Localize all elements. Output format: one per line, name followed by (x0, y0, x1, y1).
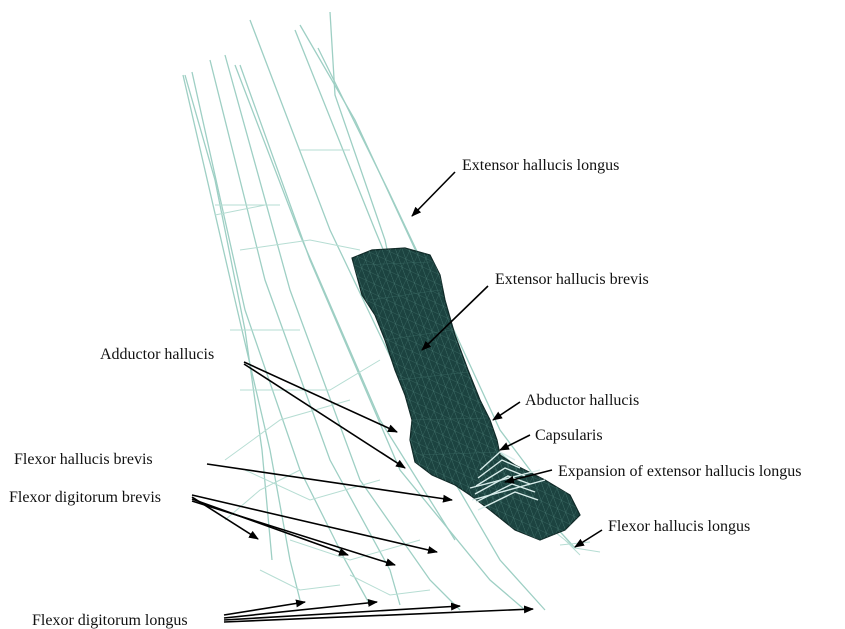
arrow-flexor-digitorum-brevis-2 (192, 499, 348, 555)
arrow-extensor-hallucis-longus (412, 172, 455, 216)
arrow-flexor-hallucis-longus (575, 530, 602, 547)
arrow-capsularis (500, 435, 530, 450)
arrow-adductor-hallucis-2 (244, 364, 405, 468)
arrow-flexor-digitorum-brevis-3 (192, 501, 395, 565)
arrow-abductor-hallucis (493, 402, 520, 420)
label-abductor-hallucis: Abductor hallucis (525, 392, 639, 409)
label-extensor-hallucis-longus: Extensor hallucis longus (462, 157, 619, 174)
label-expansion-extensor-hallucis-longus: Expansion of extensor hallucis longus (558, 463, 802, 480)
label-extensor-hallucis-brevis: Extensor hallucis brevis (495, 271, 649, 288)
label-flexor-digitorum-longus: Flexor digitorum longus (32, 612, 188, 629)
label-flexor-hallucis-longus: Flexor hallucis longus (608, 518, 750, 535)
label-flexor-hallucis-brevis: Flexor hallucis brevis (14, 451, 153, 468)
label-flexor-digitorum-brevis: Flexor digitorum brevis (9, 489, 161, 506)
label-adductor-hallucis: Adductor hallucis (100, 346, 214, 363)
label-capsularis: Capsularis (535, 427, 603, 444)
